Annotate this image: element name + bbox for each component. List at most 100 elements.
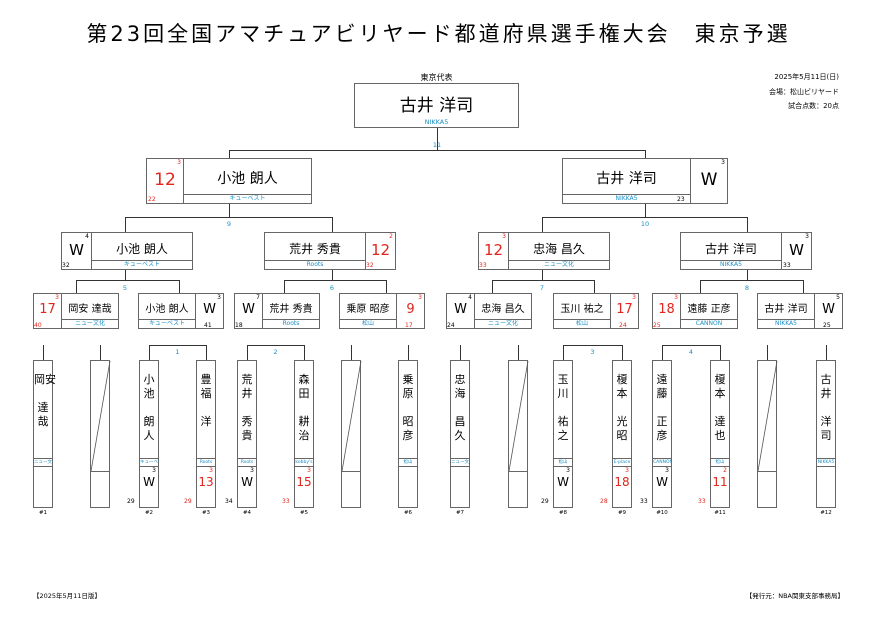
player-rank: 3 — [625, 467, 629, 474]
player-name: 岡安 達 哉 — [34, 373, 56, 428]
match-number: 2 — [273, 348, 278, 356]
player-name: 豊 福 洋 — [200, 373, 212, 428]
event-date: 2025年5月11日(日) — [774, 73, 839, 81]
quarter-1-a-score: W — [242, 302, 255, 317]
quarter-3-a-team: CANNON — [681, 319, 737, 328]
final-right-side: 23 — [677, 196, 685, 203]
champion-box: 古井 洋司 NIKKA5 — [354, 83, 519, 128]
semi-right-b-team: NIKKA5 — [681, 260, 781, 269]
semi-left-a-rank: 4 — [85, 233, 89, 240]
slot-number: #9 — [617, 510, 627, 516]
bracket-line-v — [826, 345, 827, 361]
bye-slash-line — [509, 361, 529, 472]
quarter-3-a-score: 18 — [658, 302, 675, 317]
quarter-2-a-body: 忠海 昌久ニュー文化 — [475, 294, 531, 328]
quarter-2-b-body: 玉川 祐之松山 — [554, 294, 610, 328]
bracket-line-v — [247, 345, 248, 361]
player-side: 29 — [127, 498, 135, 505]
match-number: 11 — [432, 141, 442, 149]
quarter-2-b-rank: 3 — [632, 294, 636, 301]
final-left-rank: 3 — [177, 159, 181, 166]
semi-left-b-name: 荒井 秀貴 — [289, 242, 341, 256]
player-name: 荒 井 秀 貴 — [241, 373, 253, 442]
champion-label: 東京代表 — [420, 73, 453, 82]
player-score: 11 — [712, 475, 728, 489]
match-number: 4 — [688, 348, 694, 356]
final-right-name: 古井 洋司 — [596, 171, 657, 187]
player-team: kobby's — [295, 458, 313, 467]
quarter-1-b-score: 9 — [406, 302, 415, 317]
page-title: 第23回全国アマチュアビリヤード都道府県選手権大会 東京予選 — [86, 22, 791, 46]
slot-number: #6 — [403, 510, 413, 516]
bracket-line-v — [229, 150, 230, 159]
bracket-line-v — [767, 345, 768, 361]
player-side: 29 — [184, 498, 192, 505]
semi-right-b-name: 古井 洋司 — [705, 242, 757, 256]
bracket-line-v — [125, 217, 126, 233]
bye-slot — [90, 360, 111, 508]
player-side: 29 — [541, 498, 549, 505]
player-side: 34 — [225, 498, 233, 505]
target-points: 試合点数：20点 — [788, 102, 839, 110]
bracket-line-h — [542, 217, 748, 218]
semi-left-b-score: 12 — [370, 241, 391, 259]
player-team: ニュー文化 — [34, 458, 52, 467]
bye-divider — [758, 471, 776, 472]
final-right-score: W — [700, 170, 718, 190]
quarter-2-a-rank: 4 — [468, 294, 472, 301]
quarter-3-a-name: 遠藤 正彦 — [687, 304, 731, 315]
bracket-line-v — [408, 345, 409, 361]
slot-number: #4 — [242, 510, 252, 516]
player-slot: 乗 原 昭 彦松山 — [398, 360, 418, 508]
player-team: ニュー文化 — [451, 458, 469, 467]
bracket-line-v — [43, 345, 44, 361]
bye-divider — [342, 471, 360, 472]
slot-number: #10 — [656, 510, 668, 516]
final-left-team: キューベスト — [184, 194, 311, 203]
match-number: 10 — [640, 220, 650, 228]
quarter-3-b-rank: 5 — [836, 294, 840, 301]
bracket-line-h — [492, 280, 595, 281]
quarter-0-b-side: 41 — [204, 322, 212, 329]
bracket-line-v — [645, 204, 646, 218]
bracket-line-v — [284, 280, 285, 294]
slot-number: #11 — [714, 510, 726, 516]
bye-slash-line — [342, 361, 362, 472]
bye-slash — [91, 361, 111, 472]
player-team: NIKKA5 — [817, 458, 835, 467]
footer-publisher: 【発行元：NBA関東支部事務局】 — [745, 592, 844, 600]
quarter-2-b-team: 松山 — [554, 319, 610, 328]
semi-right-b-rank: 3 — [805, 233, 809, 240]
slot-number: #3 — [201, 510, 211, 516]
quarter-3-b-side: 25 — [823, 322, 831, 329]
semi-right-a-body: 忠海 昌久ニュー文化 — [509, 233, 609, 269]
semi-left-b-rank: 2 — [389, 233, 393, 240]
bracket-line-v — [125, 270, 126, 281]
final-right-score-cell: W 3 23 — [677, 159, 727, 203]
match-number: 5 — [122, 284, 128, 292]
match-number: 9 — [226, 220, 232, 228]
bracket-line-v — [386, 280, 387, 294]
player-rank: 3 — [307, 467, 311, 474]
quarter-2-a-score: W — [454, 302, 467, 317]
player-team: 松山 — [711, 458, 729, 467]
bracket-line-h — [700, 280, 804, 281]
quarter-2-a-name: 忠海 昌久 — [481, 304, 525, 315]
player-rank: 3 — [665, 467, 669, 474]
player-name: 乗 原 昭 彦 — [402, 373, 414, 442]
bracket-line-v — [563, 345, 564, 361]
